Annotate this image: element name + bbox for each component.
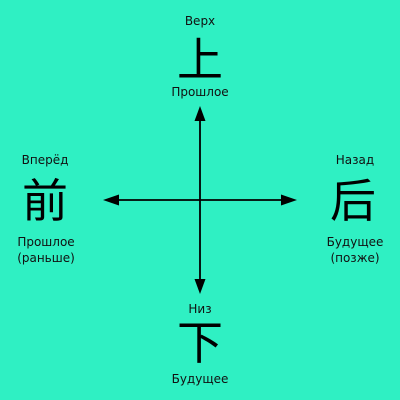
right-meaning-line-1: Будущее [326,235,384,249]
left-word-label: Вперёд [21,153,69,167]
left-meaning-line-1: Прошлое [17,235,75,249]
arrowhead-down [194,279,206,294]
up-word-label: Верх [184,14,216,28]
down-character: 下 [177,316,223,370]
right-word-label: Назад [335,153,375,167]
left-meaning-line-2: (раньше) [17,251,75,265]
right-character: 后 [330,174,376,228]
down-word-label: Низ [188,302,212,316]
left-meaning-label: Прошлое (раньше) [0,234,92,266]
right-meaning-line-2: (позже) [330,251,380,265]
arrowhead-left [103,194,119,206]
up-meaning-label: Прошлое [171,85,229,99]
down-meaning-label: Будущее [171,372,229,386]
left-character: 前 [22,174,68,228]
right-meaning-label: Будущее (позже) [310,234,400,266]
arrowhead-up [194,106,206,121]
up-character: 上 [177,33,223,87]
arrowhead-right [281,194,297,206]
